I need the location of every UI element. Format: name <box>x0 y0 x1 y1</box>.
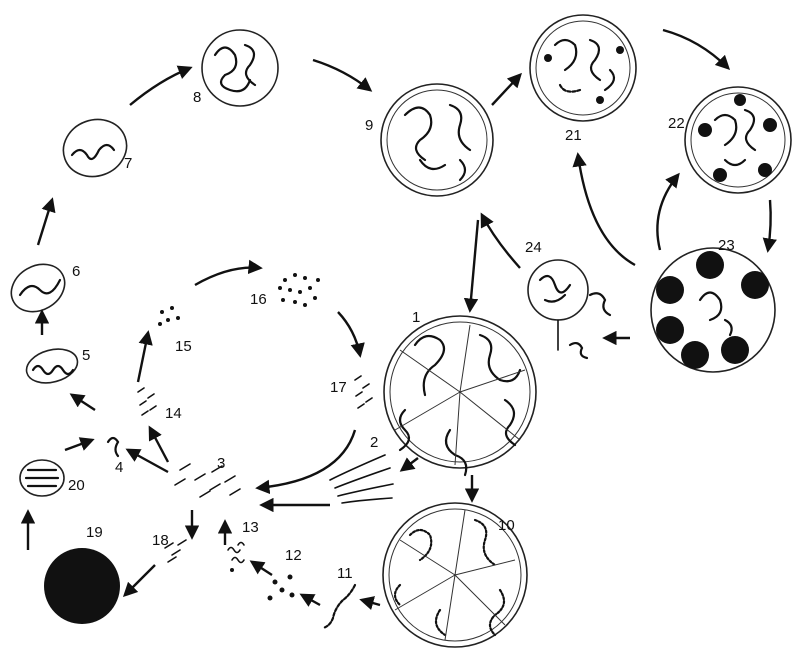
label-3: 3 <box>217 455 225 472</box>
stage-11-filament <box>323 585 355 628</box>
label-4: 4 <box>115 459 123 476</box>
stage-17-rods <box>355 376 372 408</box>
stage-1-colony <box>384 316 536 475</box>
stage-22-colony <box>685 87 791 193</box>
stage-5-cell <box>23 344 82 388</box>
label-18: 18 <box>152 532 169 549</box>
label-23: 23 <box>718 237 735 254</box>
label-15: 15 <box>175 338 192 355</box>
stage-20-cell <box>20 460 64 496</box>
label-14: 14 <box>165 405 182 422</box>
stage-15-granules <box>158 306 180 326</box>
label-7: 7 <box>124 155 132 172</box>
label-10: 10 <box>498 517 515 534</box>
stage-24-cluster <box>528 260 610 358</box>
label-5: 5 <box>82 347 90 364</box>
stage-3-rods <box>175 464 240 497</box>
label-1: 1 <box>412 309 420 326</box>
stage-23-colony <box>651 248 775 372</box>
label-24: 24 <box>525 239 542 256</box>
label-11: 11 <box>337 565 353 582</box>
label-2: 2 <box>370 434 378 451</box>
label-17: 17 <box>330 379 347 396</box>
stage-7-cell <box>55 111 134 186</box>
label-20: 20 <box>68 477 85 494</box>
stage-12-granules <box>268 575 295 601</box>
stage-14-rods <box>138 388 156 415</box>
label-21: 21 <box>565 127 582 144</box>
stage-21-colony <box>530 15 636 121</box>
label-6: 6 <box>72 263 80 280</box>
label-13: 13 <box>242 519 259 536</box>
stage-19-spore <box>44 548 120 624</box>
label-8: 8 <box>193 89 201 106</box>
stage-9-colony <box>381 84 493 196</box>
stage-16-granules <box>278 273 320 307</box>
stage-4-chain <box>108 438 118 456</box>
label-16: 16 <box>250 291 267 308</box>
stage-8-cell <box>202 30 278 106</box>
stage-13-chains <box>228 543 244 573</box>
label-9: 9 <box>365 117 373 134</box>
label-19: 19 <box>86 524 103 541</box>
label-22: 22 <box>668 115 685 132</box>
label-12: 12 <box>285 547 302 564</box>
stage-6-cell <box>3 255 73 321</box>
stage-2-filaments <box>330 455 393 503</box>
